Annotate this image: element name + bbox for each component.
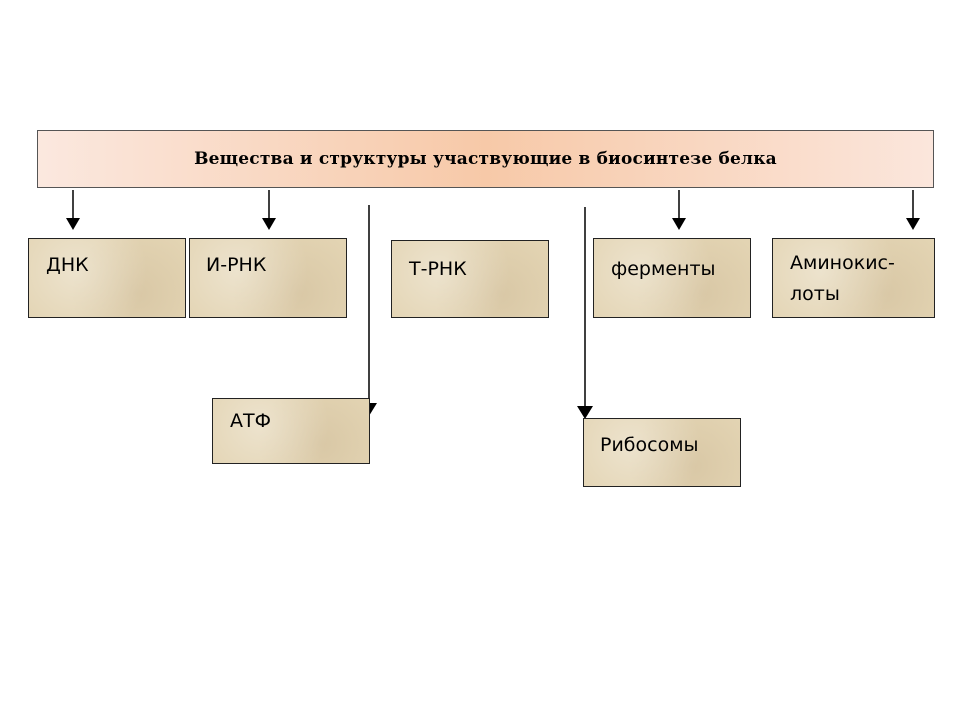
box-irnk: И-РНК (189, 238, 347, 318)
label-atf: АТФ (230, 410, 271, 432)
label-aminokisloty-line2: лоты (790, 283, 840, 305)
label-ribosomy: Рибосомы (600, 434, 699, 456)
diagram-title: Вещества и структуры участвующие в биоси… (194, 149, 777, 169)
box-ribosomy: Рибосомы (583, 418, 741, 487)
label-dnk: ДНК (46, 254, 89, 276)
box-fermenty: ферменты (593, 238, 751, 318)
label-trnk: Т-РНК (409, 258, 467, 280)
label-fermenty: ферменты (611, 258, 716, 280)
label-irnk: И-РНК (206, 254, 267, 276)
arrowhead-dnk (66, 218, 80, 230)
box-trnk: Т-РНК (391, 240, 549, 318)
label-aminokisloty-line1: Аминокис- (790, 252, 895, 274)
arrowhead-irnk (262, 218, 276, 230)
box-dnk: ДНК (28, 238, 186, 318)
box-aminokisloty: Аминокис- лоты (772, 238, 935, 318)
diagram-header: Вещества и структуры участвующие в биоси… (37, 130, 934, 188)
arrowhead-fermenty (672, 218, 686, 230)
box-atf: АТФ (212, 398, 370, 464)
arrowhead-aminokisloty (906, 218, 920, 230)
